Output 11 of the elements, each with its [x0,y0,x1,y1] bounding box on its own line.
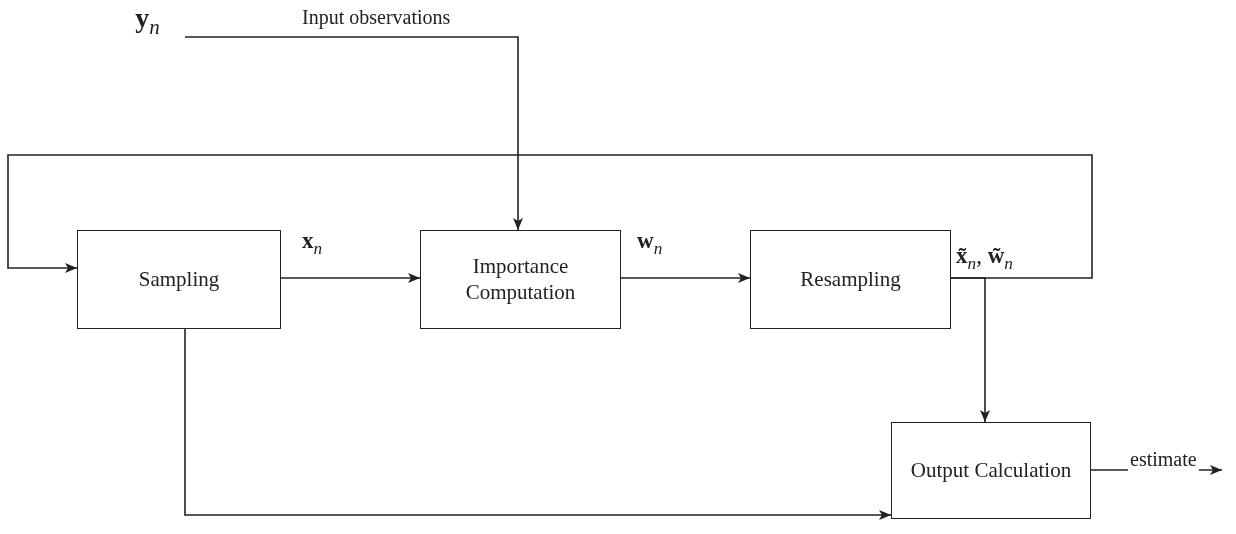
arrow [280,273,421,283]
process-box: Resampling [750,230,951,329]
arrow [184,328,892,520]
arrow [7,154,1093,279]
arrow [184,36,523,231]
arrow [620,273,751,283]
process-box: Sampling [77,230,281,329]
math-symbol: y$_{n}$ [135,0,160,40]
process-box: Importance Computation [420,230,621,329]
process-box: Output Calculation [891,422,1091,519]
arrow [950,277,990,423]
